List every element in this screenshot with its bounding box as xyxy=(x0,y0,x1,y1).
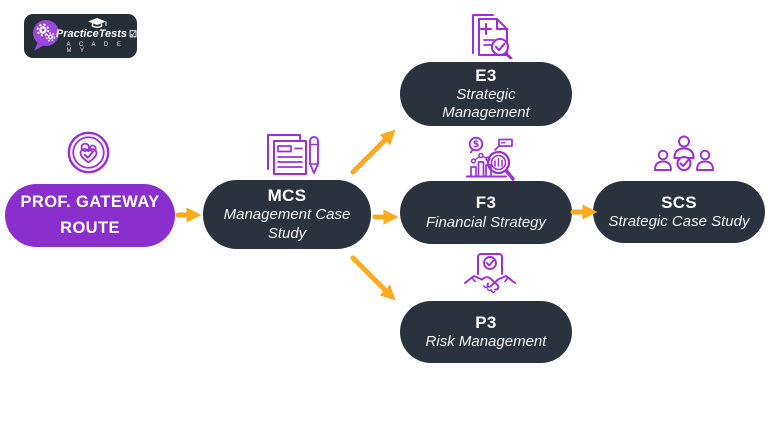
node-p3-subtitle: Risk Management xyxy=(425,333,547,351)
document-pencil-icon xyxy=(267,134,319,175)
chart-magnifier-dollar-icon: $ xyxy=(465,136,515,181)
logo-text-block: PracticeTests ☑ A C A D E M Y xyxy=(56,18,137,54)
node-p3-title: P3 xyxy=(475,312,497,332)
people-heart-check-badge-icon xyxy=(67,131,110,174)
logo-brand-name: PracticeTests ☑ xyxy=(56,29,137,40)
node-p3: P3 Risk Management xyxy=(400,301,572,363)
node-e3: E3 Strategic Management xyxy=(400,62,572,126)
node-f3-subtitle: Financial Strategy xyxy=(425,213,547,231)
team-check-icon xyxy=(654,135,714,172)
logo-academy-text: A C A D E M Y xyxy=(66,42,125,54)
node-gateway: PROF. GATEWAY ROUTE xyxy=(5,184,175,247)
node-f3-title: F3 xyxy=(475,193,497,213)
document-plus-check-icon xyxy=(472,14,513,59)
arrow-mcs-to-p3 xyxy=(350,255,396,301)
node-scs-subtitle: Strategic Case Study xyxy=(608,213,750,231)
node-e3-subtitle: Strategic Management xyxy=(442,85,530,122)
node-mcs-subtitle: Management Case Study xyxy=(223,206,351,242)
node-mcs-title: MCS xyxy=(267,186,307,205)
node-f3: F3 Financial Strategy xyxy=(400,181,572,244)
node-mcs: MCS Management Case Study xyxy=(203,180,371,249)
logo-brand-text: PracticeTests xyxy=(55,28,128,40)
node-gateway-title: PROF. GATEWAY ROUTE xyxy=(20,192,160,237)
brand-logo: PracticeTests ☑ A C A D E M Y xyxy=(24,14,137,58)
node-scs: SCS Strategic Case Study xyxy=(593,181,765,243)
svg-text:$: $ xyxy=(473,139,480,150)
node-scs-title: SCS xyxy=(661,192,697,212)
speech-bubble-gears-icon xyxy=(33,20,59,51)
arrow-mcs-to-e3 xyxy=(350,129,396,175)
handshake-check-icon xyxy=(464,253,516,294)
graduation-cap-icon xyxy=(87,18,106,28)
node-e3-title: E3 xyxy=(475,65,497,85)
checkbox-icon: ☑ xyxy=(129,29,138,39)
